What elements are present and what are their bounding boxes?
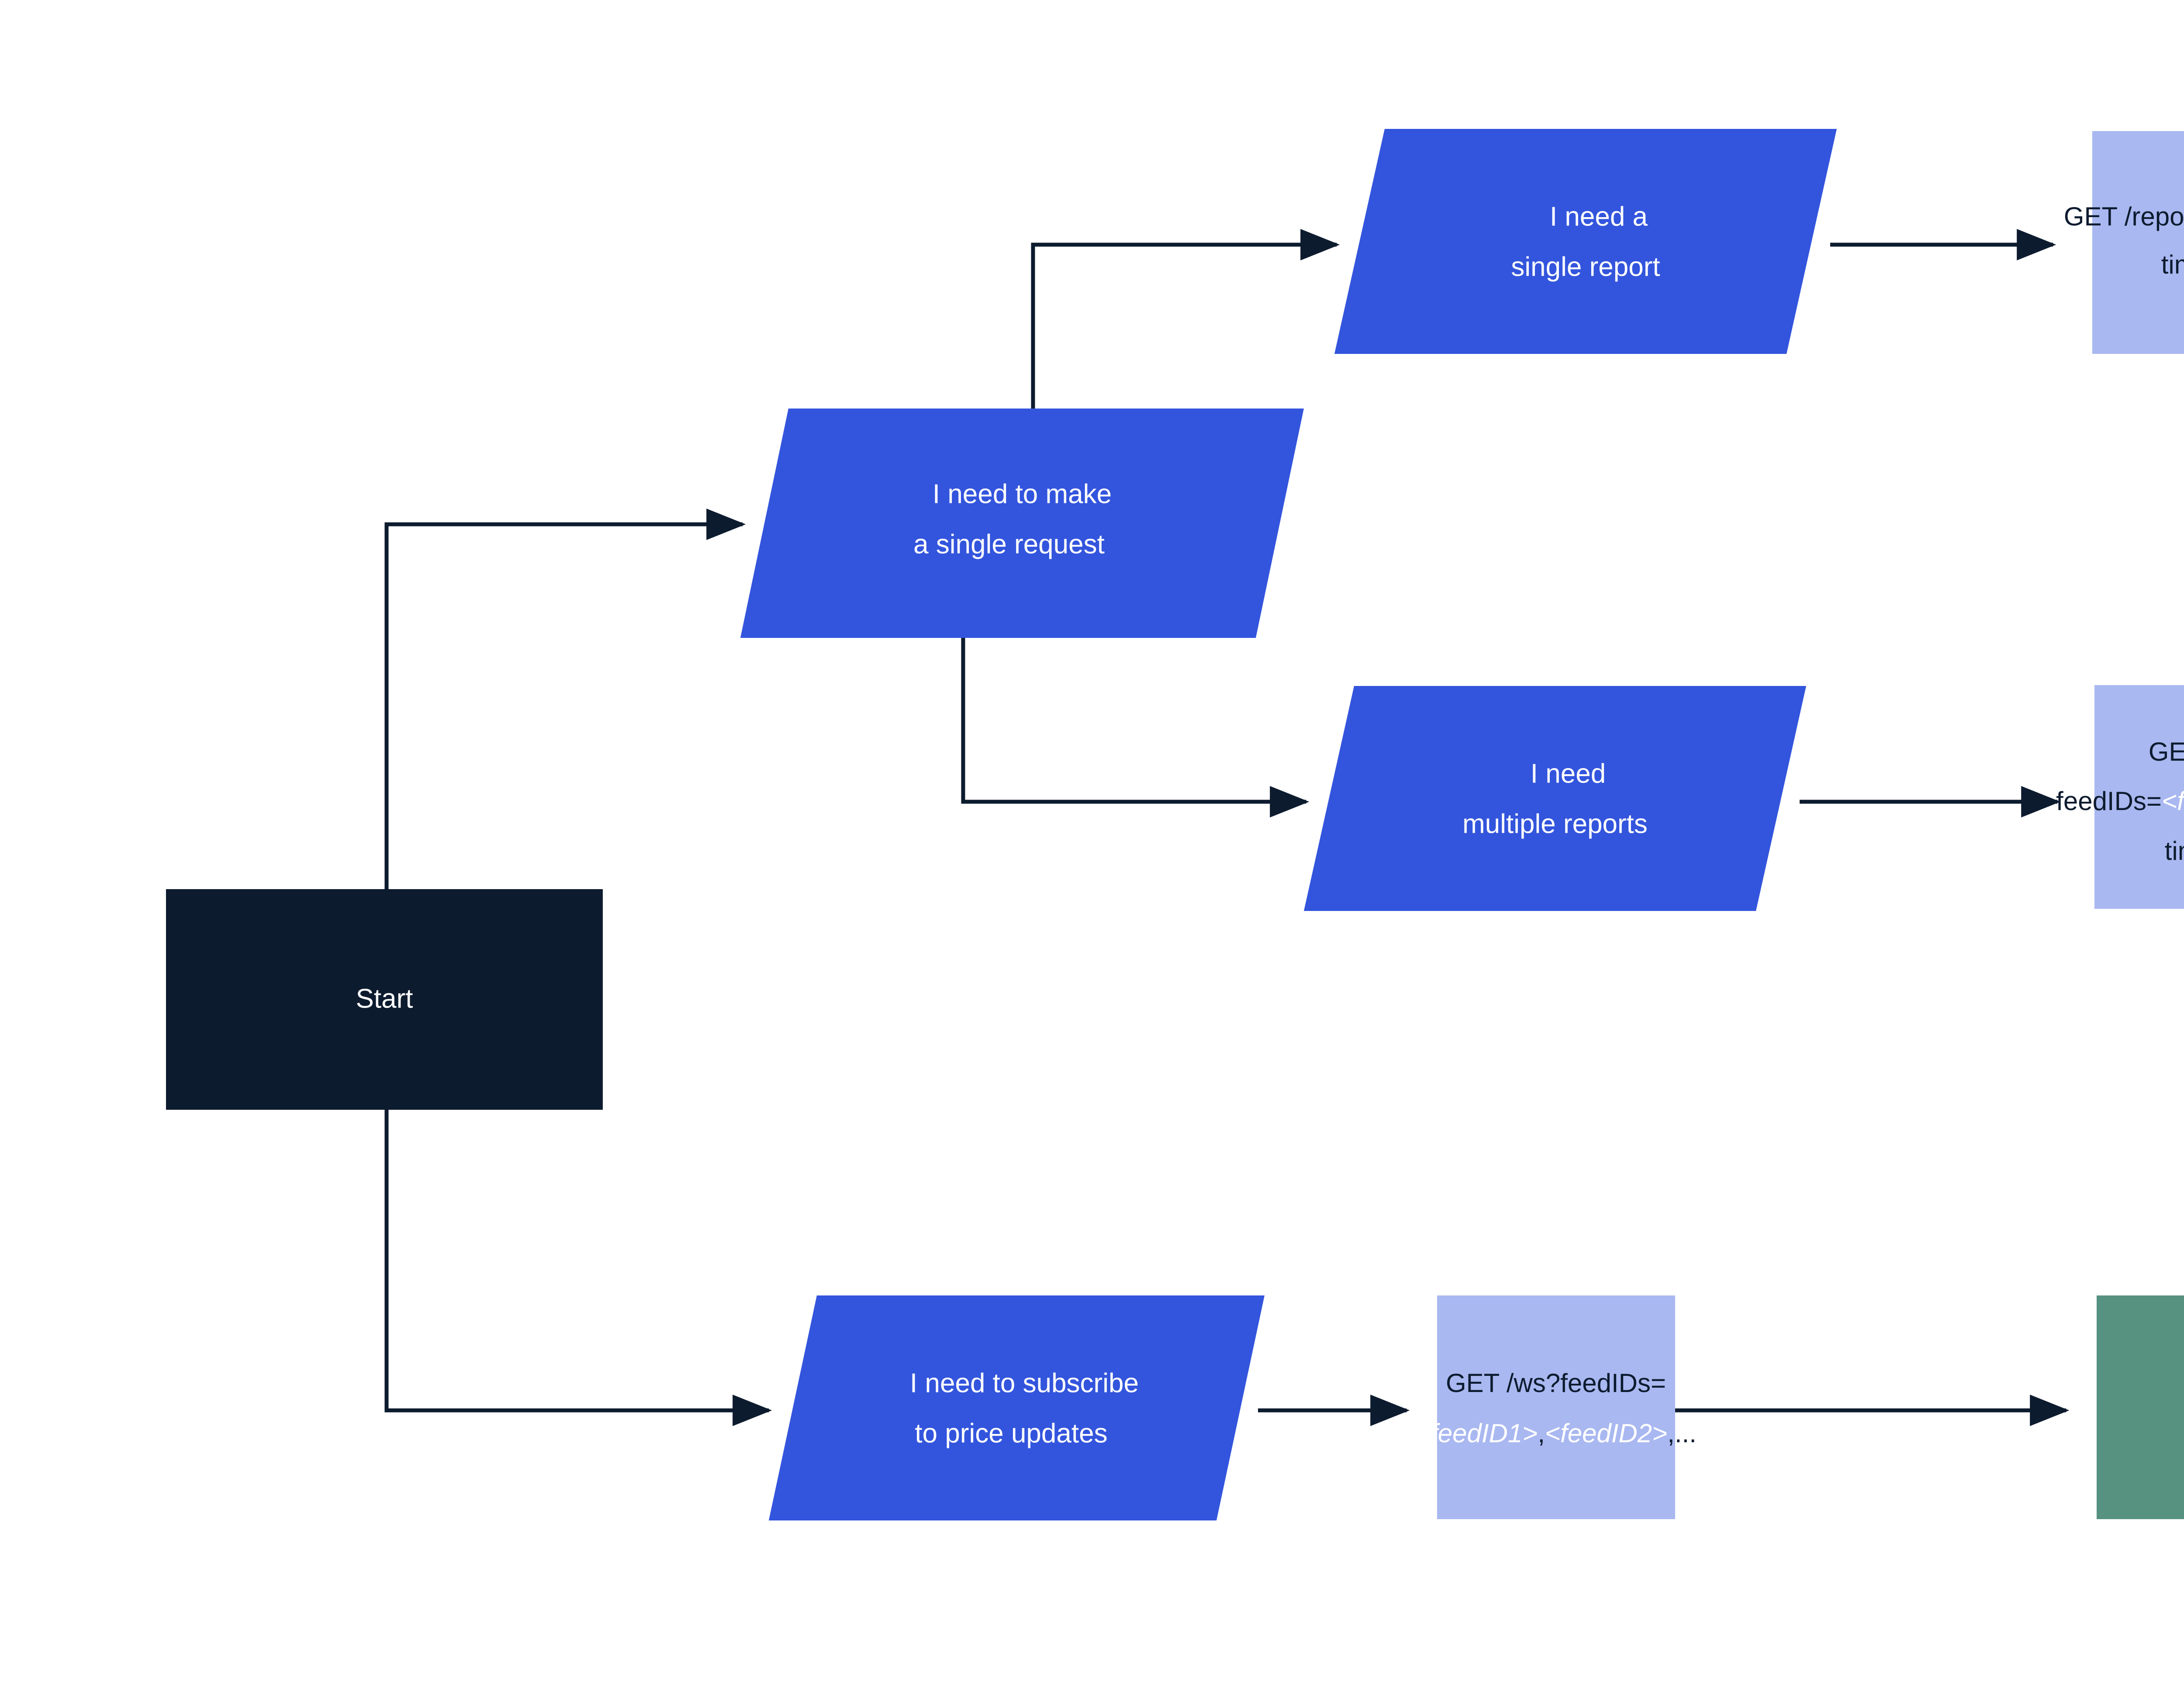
request-websocket-box[interactable]: [1437, 1295, 1675, 1519]
branch-single-report-line1: I need a: [1550, 201, 1648, 232]
node-request-websocket[interactable]: GET /ws?feedIDs= <feedID1>,<feedID2>,...: [1415, 1295, 1697, 1519]
node-request-single-report[interactable]: GET /reports?feedID=<feedID>& timestamp=…: [2064, 131, 2184, 354]
request-single-report-line1-part1: GET /reports?feedID=: [2064, 202, 2184, 231]
request-bulk-reports-feedid1-placeholder: <feedID1>: [2162, 786, 2184, 816]
request-bulk-reports-line2-part1: feedIDs=: [2056, 786, 2162, 816]
branch-subscribe-line2: to price updates: [915, 1418, 1107, 1448]
node-branch-single-report[interactable]: I need a single report: [1334, 129, 1837, 354]
branch-single-report-line2: single report: [1511, 252, 1660, 282]
request-websocket-line2-sep: ,: [1538, 1419, 1545, 1448]
request-single-report-line2-part1: timestamp=: [2161, 250, 2184, 279]
node-branch-multiple-reports[interactable]: I need multiple reports: [1304, 686, 1806, 911]
branch-multiple-reports-line1: I need: [1531, 758, 1606, 789]
request-bulk-reports-line3: timestamp=<ts>: [2165, 836, 2184, 866]
request-websocket-feedid2-placeholder: <feedID2>: [1545, 1419, 1667, 1448]
request-single-report-box[interactable]: [2092, 131, 2184, 354]
request-bulk-reports-line2: feedIDs=<feedID1>,<feedID2>,...&: [2056, 786, 2184, 816]
branch-single-report-shape[interactable]: [1334, 129, 1837, 354]
request-bulk-reports-line3-part1: timestamp=: [2165, 836, 2184, 866]
branch-subscribe-line1: I need to subscribe: [910, 1368, 1139, 1398]
edge-start-to-subscribe: [384, 1110, 772, 1426]
decision-single-request-line1: I need to make: [933, 479, 1112, 509]
request-single-report-line2: timestamp=<ts>: [2161, 250, 2184, 279]
node-branch-subscribe[interactable]: I need to subscribe to price updates: [769, 1295, 1265, 1520]
node-response-websocket[interactable]: [feedID1, report] [feedID2, report] ...: [2097, 1295, 2184, 1519]
branch-multiple-reports-shape[interactable]: [1304, 686, 1806, 911]
edge-start-to-decision: [384, 509, 746, 889]
branch-multiple-reports-line2: multiple reports: [1462, 809, 1648, 839]
request-websocket-line2: <feedID1>,<feedID2>,...: [1415, 1419, 1697, 1448]
request-bulk-reports-line1: GET /reports/bulk?: [2149, 737, 2184, 766]
node-request-bulk-reports[interactable]: GET /reports/bulk? feedIDs=<feedID1>,<fe…: [2056, 685, 2184, 909]
request-websocket-line2-part2: ,...: [1667, 1419, 1697, 1448]
request-websocket-feedid1-placeholder: <feedID1>: [1415, 1419, 1538, 1448]
request-websocket-line1: GET /ws?feedIDs=: [1446, 1368, 1666, 1398]
start-box[interactable]: [166, 889, 603, 1110]
request-single-report-line1: GET /reports?feedID=<feedID>&: [2064, 202, 2184, 231]
start-label: Start: [356, 983, 413, 1014]
node-start[interactable]: Start: [166, 889, 603, 1110]
request-bulk-reports-box[interactable]: [2094, 685, 2184, 909]
branch-subscribe-shape[interactable]: [769, 1295, 1265, 1520]
response-websocket-box[interactable]: [2097, 1295, 2184, 1519]
node-decision-single-request[interactable]: I need to make a single request: [740, 409, 1304, 638]
decision-single-request-shape[interactable]: [740, 409, 1304, 638]
decision-single-request-line2: a single request: [913, 529, 1105, 559]
